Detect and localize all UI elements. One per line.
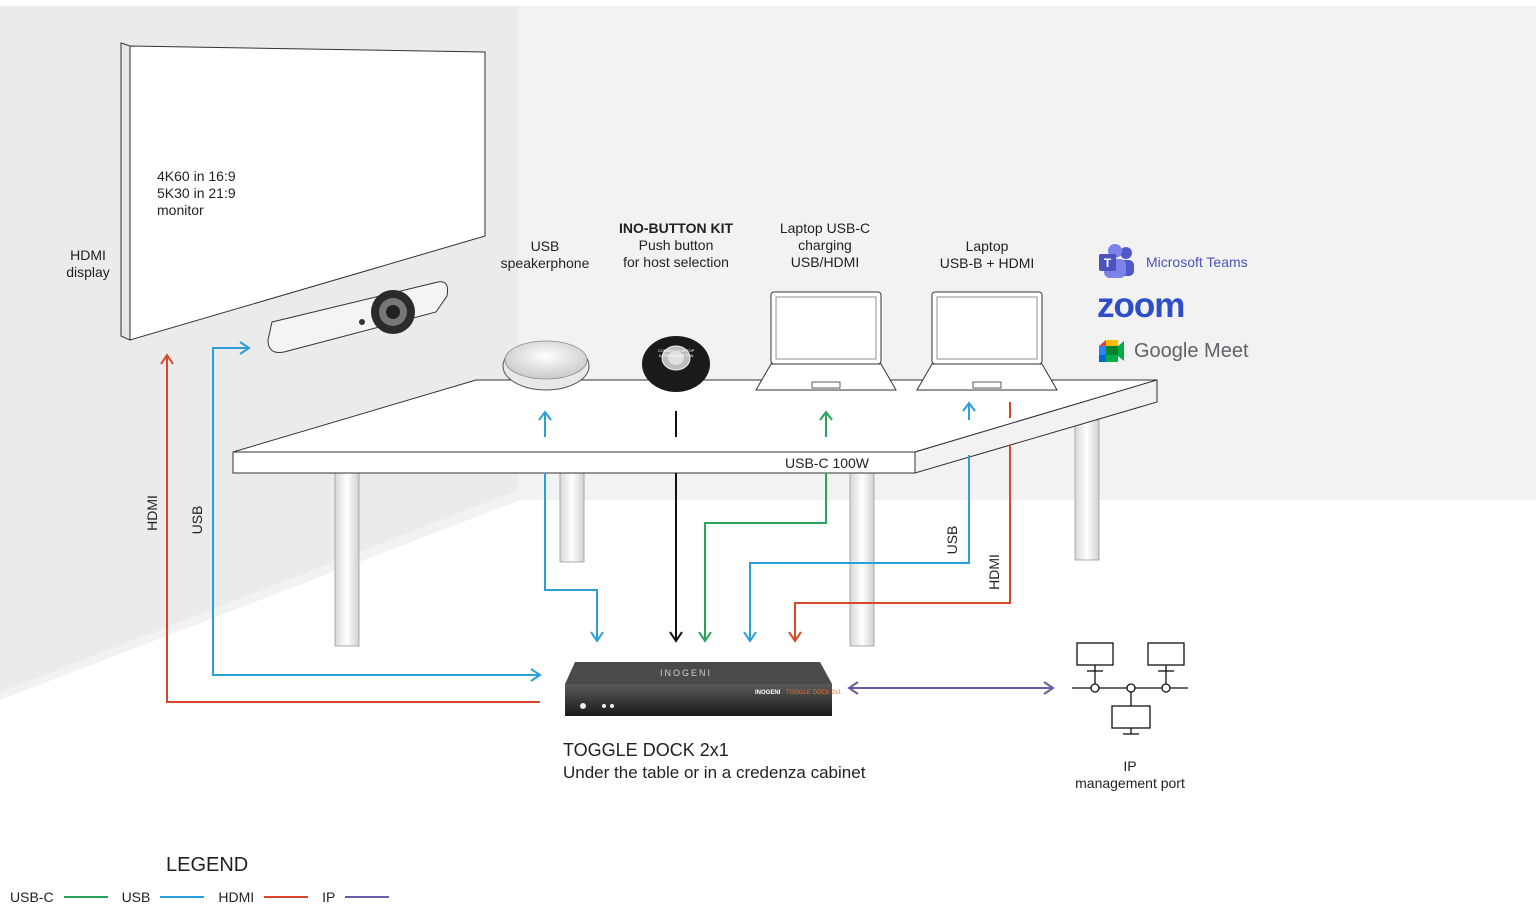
- dock-model-front: TOGGLE DOCK 2x1: [786, 690, 842, 696]
- ino-button: [642, 336, 710, 392]
- network-computer-icon: [1072, 642, 1188, 735]
- speakerphone-label: USB speakerphone: [500, 238, 590, 271]
- ino-button-face-text: CONNECT LAPTOP & PRESS BUTTON: [657, 348, 695, 358]
- camera-bar: [267, 281, 449, 353]
- hdmi-right-cable-label: HDMI: [986, 554, 1002, 590]
- laptop-usbb-label: Laptop USB-B + HDMI: [939, 238, 1035, 271]
- teams-label: Microsoft Teams: [1146, 254, 1248, 270]
- cable-usb-laptop: [749, 455, 970, 640]
- hdmi-display: [120, 42, 486, 341]
- dock-brand-front: INOGENI: [755, 690, 781, 696]
- microsoft-teams-logo: T: [1099, 244, 1134, 278]
- cable-usb-speaker: [544, 473, 598, 640]
- usb-left-cable-label: USB: [189, 505, 205, 535]
- table-legs: [334, 419, 1100, 647]
- ino-button-label: INO-BUTTON KIT Push button for host sele…: [606, 220, 746, 271]
- speakerphone: [502, 340, 590, 391]
- cables: [160, 341, 1055, 703]
- hdmi-display-label: HDMI display: [66, 247, 110, 280]
- legend: USB-C USB HDMI IP: [10, 889, 403, 905]
- google-meet-label: Google Meet: [1134, 340, 1249, 362]
- cable-usbc: [704, 473, 827, 640]
- cable-usb-camera: [212, 347, 540, 676]
- ino-button-desc: Push button for host selection: [623, 237, 729, 270]
- legend-title: LEGEND: [166, 854, 249, 876]
- dock-title: TOGGLE DOCK 2x1: [563, 740, 729, 760]
- laptop-usbc-label: Laptop USB-C charging USB/HDMI: [779, 220, 871, 270]
- legend-swatch: [345, 896, 390, 898]
- google-meet-logo: [1099, 340, 1124, 362]
- zoom-logo: zoom: [1097, 286, 1185, 325]
- legend-swatch: [264, 896, 309, 898]
- ino-button-title: INO-BUTTON KIT: [618, 220, 734, 236]
- laptop-usbc: [755, 291, 897, 391]
- dock-brand-top: INOGENI: [660, 668, 712, 678]
- hdmi-left-cable-label: HDMI: [144, 495, 160, 531]
- legend-label: HDMI: [218, 889, 255, 905]
- legend-swatch: [160, 896, 205, 898]
- usb-right-cable-label: USB: [944, 525, 960, 555]
- cable-hdmi-display: [166, 356, 540, 703]
- cable-hdmi-laptop: [794, 445, 1011, 640]
- dock-subtitle: Under the table or in a credenza cabinet: [563, 763, 866, 782]
- display-screen-text: 4K60 in 16:9 5K30 in 21:9 monitor: [157, 168, 236, 218]
- legend-label: USB: [121, 889, 151, 905]
- legend-swatch: [63, 896, 108, 898]
- legend-label: USB-C: [10, 889, 54, 905]
- ip-management-label: IP management port: [1075, 758, 1185, 791]
- table: [232, 379, 1158, 474]
- legend-label: IP: [322, 889, 336, 905]
- usbc-100w-label: USB-C 100W: [785, 455, 870, 471]
- laptop-usbb: [916, 291, 1058, 391]
- toggle-dock-device: INOGENI INOGENI TOGGLE DOCK 2x1: [565, 662, 842, 716]
- svg-text:T: T: [1104, 256, 1112, 270]
